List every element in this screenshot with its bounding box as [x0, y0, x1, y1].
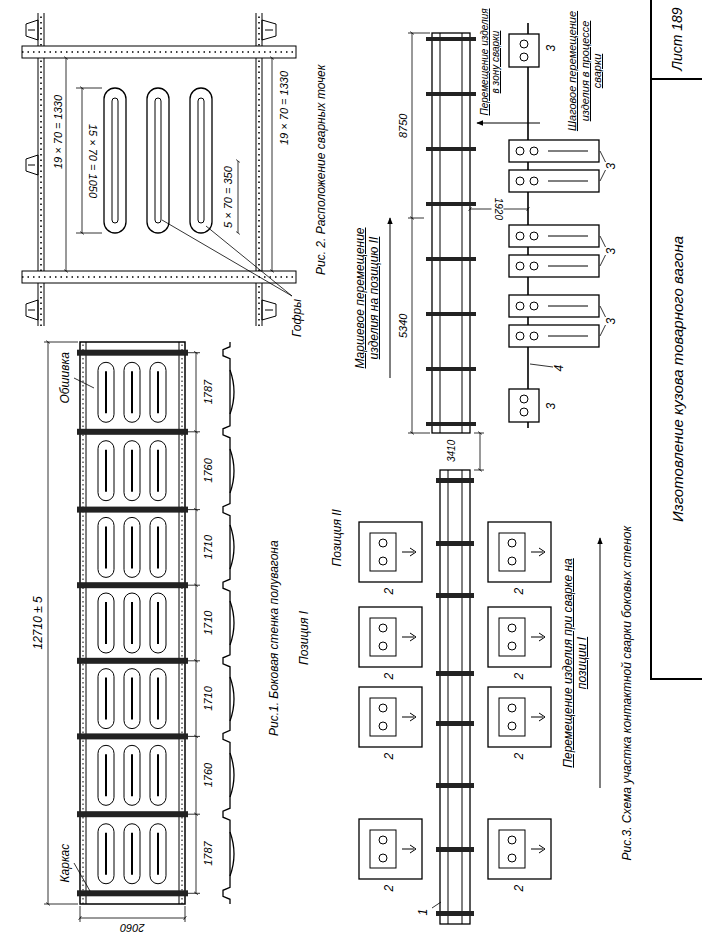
dimension-lines	[408, 33, 528, 470]
dimension: 12710 ± 5	[32, 595, 46, 650]
callout-number: 2	[383, 752, 397, 761]
position-label: Позиция II	[331, 508, 345, 567]
title-block: Изготовление кузова товарного вагона	[650, 80, 702, 680]
dimension: 19 × 70 = 1330	[278, 70, 291, 146]
callout-number: 2	[383, 587, 397, 596]
callout-number: 3	[605, 247, 619, 256]
dimension: 15 × 70 = 1050	[86, 123, 99, 199]
dimension: 1760	[202, 762, 215, 788]
dimension: 2060	[119, 921, 145, 934]
wall-position-2	[426, 33, 476, 433]
dimension: 1787	[202, 379, 215, 405]
callout-number: 3	[545, 402, 559, 411]
figure-caption: Рис. 2. Расположение сварных точек	[315, 64, 329, 276]
callout-number: 2	[513, 672, 527, 681]
part-name: Обшивка	[59, 351, 73, 404]
callout-number: 4	[553, 364, 567, 373]
side-wall	[77, 342, 188, 904]
dimension-lines	[44, 342, 200, 922]
dimension: 19 × 70 = 1330	[52, 94, 65, 170]
part-name: Гофры	[291, 298, 305, 338]
dimension: 1710	[202, 685, 215, 711]
leader-lines	[432, 151, 606, 908]
callout-number: 1	[417, 908, 431, 917]
motion-arrows	[390, 123, 600, 788]
part-name: Каркас	[59, 843, 73, 884]
dimension: 5340	[397, 313, 410, 339]
wall-section	[223, 342, 234, 904]
callout-number: 2	[383, 672, 397, 681]
dimension-lines	[66, 58, 292, 296]
weld-detail	[22, 13, 296, 326]
corrugation	[98, 593, 166, 653]
motion-note: Маршевое перемещение изделия на позицию …	[354, 212, 382, 384]
dimension: 1760	[202, 457, 215, 483]
motion-note: Перемещение изделия в зону сварки	[479, 5, 502, 119]
callout-number: 3	[605, 162, 619, 171]
callout-number: 2	[513, 752, 527, 761]
title-text: Лист 189	[669, 7, 685, 70]
motion-note: Перемещение изделия при сварке на позици…	[562, 552, 590, 774]
dimension: 8750	[397, 113, 410, 139]
callout-number: 2	[513, 587, 527, 596]
figure-caption: Рис.3. Схема участка контактной сварки б…	[621, 525, 635, 862]
corrugation	[98, 824, 166, 884]
callout-number: 2	[513, 884, 527, 893]
callout-number: 2	[383, 884, 397, 893]
dimension: 5 × 70 = 350	[222, 165, 235, 229]
dimension: 1787	[202, 840, 215, 866]
welding-machines-2	[359, 522, 551, 879]
dimension: 1920	[492, 197, 504, 221]
position-label: Позиция I	[298, 610, 312, 666]
title-text: Изготовление кузова товарного вагона	[669, 236, 686, 522]
corrugation	[98, 517, 166, 577]
callout-number: 3	[605, 317, 619, 326]
dimension: 1710	[202, 534, 215, 560]
corrugation	[98, 669, 166, 729]
sheet-number-block: Лист 189	[650, 0, 702, 80]
callout-number: 3	[545, 44, 559, 53]
corrugation	[98, 441, 166, 501]
corrugation	[98, 362, 166, 422]
dimension: 3410	[446, 439, 458, 463]
wall-position-1	[436, 470, 474, 924]
dimension: 1710	[202, 610, 215, 636]
corrugation	[98, 745, 166, 805]
figure-caption: Рис.1. Боковая стенка полувагона	[268, 539, 282, 737]
motion-note: Шаговое перемещение изделия в процессе с…	[566, 8, 604, 135]
